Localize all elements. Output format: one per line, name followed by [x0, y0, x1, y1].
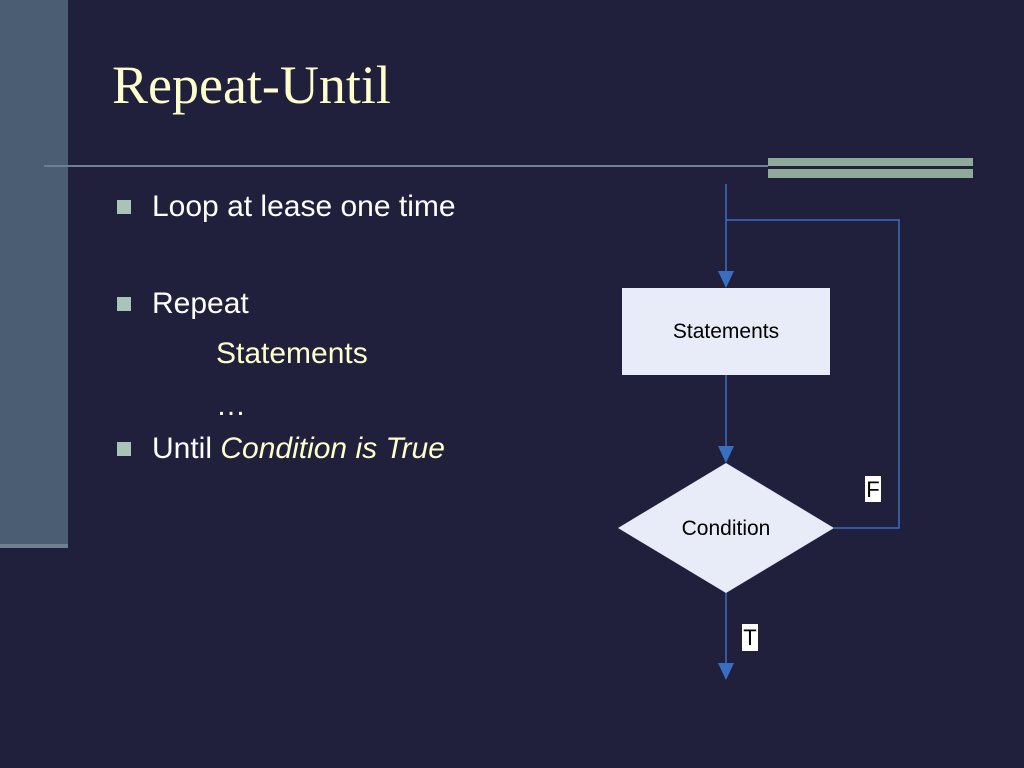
true-branch-label: T — [743, 625, 756, 650]
bullet-repeat-statements: Statements — [216, 337, 368, 370]
decision-diamond-label: Condition — [682, 517, 771, 540]
title-underline — [44, 165, 784, 167]
arrowhead-to-decision — [718, 446, 734, 463]
process-box-label: Statements — [673, 320, 779, 343]
side-decoration-bar — [0, 0, 68, 546]
decision-diamond-condition — [618, 463, 834, 593]
bullet-until: Until Condition is True — [152, 434, 445, 464]
bullet-square-icon — [117, 442, 131, 456]
bullet-square-icon — [117, 200, 131, 214]
bullet-loop-at-least-once: Loop at lease one time — [152, 190, 456, 223]
false-loop-connector — [726, 219, 900, 529]
false-branch-label: F — [866, 477, 879, 502]
side-decoration-shadow — [0, 544, 68, 548]
arrowhead-exit — [718, 663, 734, 680]
slide-title: Repeat-Until — [112, 55, 391, 115]
title-accent-bar-line — [768, 166, 973, 169]
arrowhead-to-process — [718, 271, 734, 288]
true-label-box — [742, 624, 758, 651]
process-box-statements — [622, 288, 830, 375]
bullet-until-condition: Condition is True — [220, 432, 445, 465]
bullet-square-icon — [117, 297, 131, 311]
bullet-until-prefix: Until — [152, 432, 221, 465]
bullet-repeat-ellipsis: … — [216, 389, 246, 422]
false-label-box — [865, 476, 881, 502]
bullet-repeat: Repeat — [152, 287, 249, 320]
